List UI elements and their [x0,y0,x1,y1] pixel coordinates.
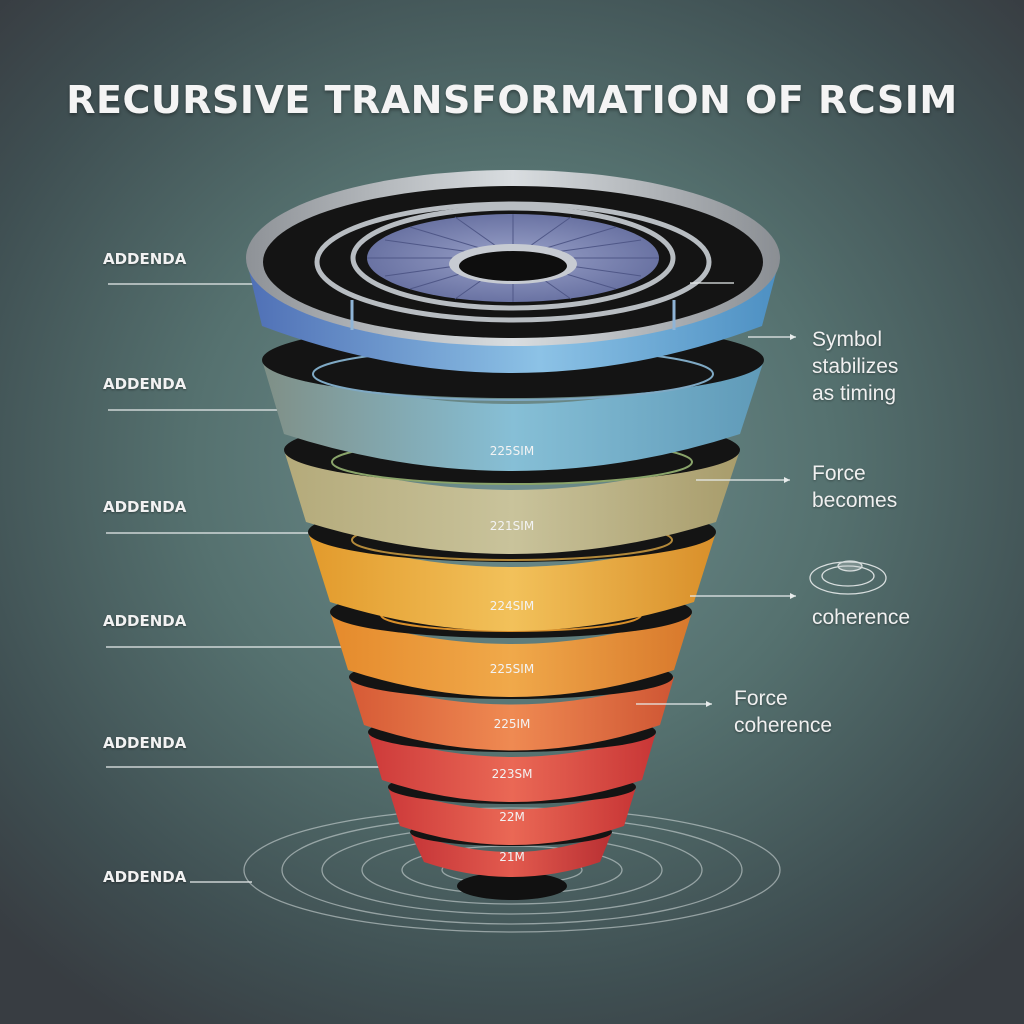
band-label-3: 224SIM [490,599,534,613]
band-label-4: 225SIM [490,662,534,676]
top-ring [246,170,780,373]
left-label-4: ADDENDA [103,612,187,630]
band-label-2: 221SIM [490,519,534,533]
arrow-right-icon [790,334,796,340]
band-label-6: 223SM [492,767,533,781]
right-label-coherence: coherence [812,606,911,629]
arrow-icons [706,334,796,707]
left-label-5: ADDENDA [103,734,187,752]
right-leader-lines [636,282,796,705]
arrow-right-icon [706,701,712,707]
left-label-1: ADDENDA [103,250,187,268]
band-label-8: 21M [499,850,525,864]
right-label-force-becomes: Force becomes [812,462,898,512]
band-label-7: 22M [499,810,525,824]
arrow-right-icon [784,477,790,483]
band-label-1: 225SIM [490,444,534,458]
left-label-2: ADDENDA [103,375,187,393]
right-label-force-coherence: Force coherence [734,687,833,737]
band-label-5: 225IM [494,717,531,731]
band-labels: 225SIM 221SIM 224SIM 225SIM 225IM 223SM … [490,444,534,864]
right-label-symbol: Symbol stabilizes as timing [812,328,899,405]
funnel-base [457,872,567,900]
coherence-symbol-icon [809,560,887,595]
diagram-title: RECURSIVE TRANSFORMATION OF RCSIM [66,78,958,122]
arrow-right-icon [790,593,796,599]
left-label-3: ADDENDA [103,498,187,516]
left-label-6: ADDENDA [103,868,187,886]
